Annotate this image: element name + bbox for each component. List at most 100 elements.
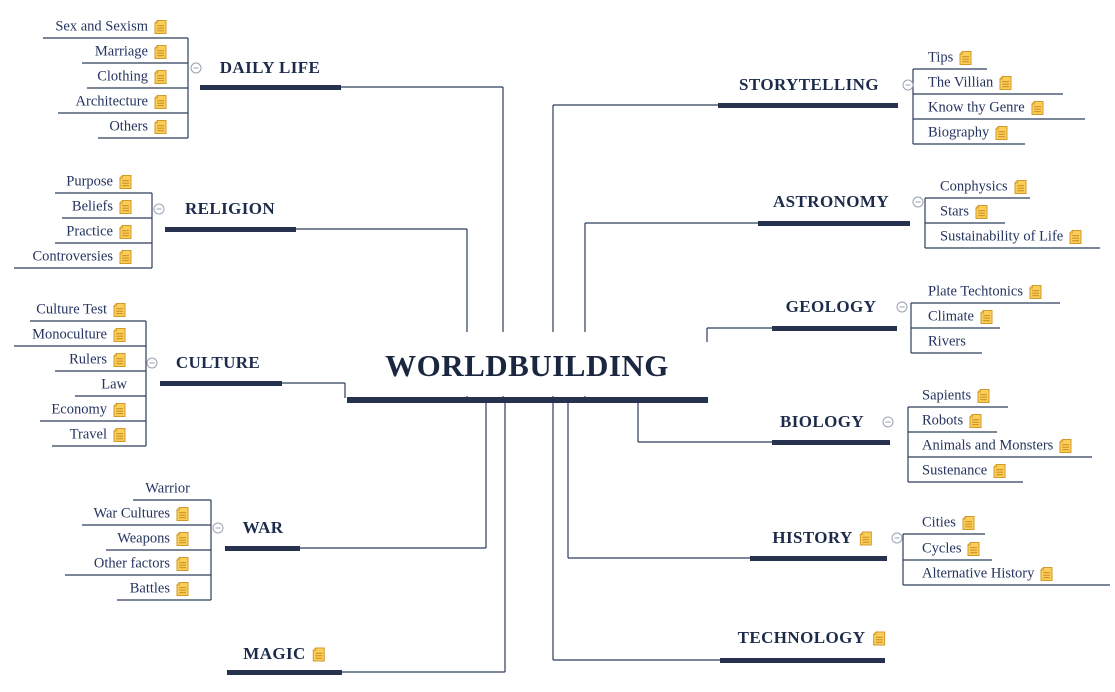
note-icon[interactable] xyxy=(871,630,886,646)
note-icon[interactable] xyxy=(859,530,874,546)
branch-war[interactable]: WAR xyxy=(243,518,284,538)
note-icon[interactable] xyxy=(979,309,994,325)
topic-geology-child-2[interactable]: Rivers xyxy=(928,334,966,351)
topic-daily-life-child-0[interactable]: Sex and Sexism xyxy=(55,19,168,36)
topic-label: Clothing xyxy=(97,68,148,85)
topic-biology-child-3[interactable]: Sustenance xyxy=(922,463,1007,480)
topic-culture-child-1[interactable]: Monoculture xyxy=(32,327,127,344)
note-icon[interactable] xyxy=(153,119,168,135)
note-icon[interactable] xyxy=(112,402,127,418)
branch-geology-underline xyxy=(772,326,897,331)
note-icon[interactable] xyxy=(153,69,168,85)
topic-geology-child-0[interactable]: Plate Techtonics xyxy=(928,284,1043,301)
topic-storytelling-child-3[interactable]: Biography xyxy=(928,125,1009,142)
topic-history-child-2[interactable]: Alternative History xyxy=(922,566,1054,583)
note-icon[interactable] xyxy=(976,388,991,404)
topic-culture-child-4[interactable]: Economy xyxy=(51,402,127,419)
note-icon[interactable] xyxy=(112,302,127,318)
branch-daily-life[interactable]: DAILY LIFE xyxy=(220,58,321,78)
branch-astronomy-label: ASTRONOMY xyxy=(773,192,889,211)
note-icon[interactable] xyxy=(1013,179,1028,195)
note-icon[interactable] xyxy=(1068,229,1083,245)
note-icon[interactable] xyxy=(1039,566,1054,582)
topic-war-child-1[interactable]: War Cultures xyxy=(93,506,190,523)
branch-history[interactable]: HISTORY xyxy=(772,528,873,548)
branch-culture[interactable]: CULTURE xyxy=(176,353,260,373)
note-icon[interactable] xyxy=(175,581,190,597)
topic-war-child-4[interactable]: Battles xyxy=(130,581,190,598)
note-icon[interactable] xyxy=(118,174,133,190)
collapse-minus-icon[interactable] xyxy=(190,62,202,74)
collapse-minus-icon[interactable] xyxy=(896,301,908,313)
collapse-minus-icon[interactable] xyxy=(153,203,165,215)
note-icon[interactable] xyxy=(958,50,973,66)
note-icon[interactable] xyxy=(112,427,127,443)
topic-daily-life-child-3[interactable]: Architecture xyxy=(76,94,168,111)
note-icon[interactable] xyxy=(153,94,168,110)
topic-astronomy-child-2[interactable]: Sustainability of Life xyxy=(940,229,1083,246)
note-icon[interactable] xyxy=(968,413,983,429)
note-icon[interactable] xyxy=(175,506,190,522)
branch-storytelling[interactable]: STORYTELLING xyxy=(739,75,879,95)
topic-war-child-3[interactable]: Other factors xyxy=(94,556,190,573)
branch-magic[interactable]: MAGIC xyxy=(243,644,326,664)
topic-daily-life-child-2[interactable]: Clothing xyxy=(97,69,168,86)
note-icon[interactable] xyxy=(112,352,127,368)
topic-war-child-2[interactable]: Weapons xyxy=(117,531,190,548)
topic-biology-child-2[interactable]: Animals and Monsters xyxy=(922,438,1073,455)
collapse-minus-icon[interactable] xyxy=(891,532,903,544)
note-icon[interactable] xyxy=(175,556,190,572)
note-icon[interactable] xyxy=(974,204,989,220)
central-topic[interactable]: WORLDBUILDING xyxy=(385,348,669,383)
topic-religion-child-2[interactable]: Practice xyxy=(66,224,133,241)
branch-astronomy[interactable]: ASTRONOMY xyxy=(773,192,889,212)
collapse-minus-icon[interactable] xyxy=(902,79,914,91)
note-icon[interactable] xyxy=(118,249,133,265)
topic-label: Culture Test xyxy=(36,301,107,318)
note-icon[interactable] xyxy=(992,463,1007,479)
note-icon[interactable] xyxy=(994,125,1009,141)
topic-storytelling-child-1[interactable]: The Villian xyxy=(928,75,1013,92)
note-icon[interactable] xyxy=(998,75,1013,91)
collapse-minus-icon[interactable] xyxy=(912,196,924,208)
topic-history-child-1[interactable]: Cycles xyxy=(922,541,981,558)
topic-daily-life-child-4[interactable]: Others xyxy=(109,119,168,136)
topic-geology-child-1[interactable]: Climate xyxy=(928,309,994,326)
note-icon[interactable] xyxy=(1030,100,1045,116)
topic-history-child-0[interactable]: Cities xyxy=(922,515,976,532)
branch-geology[interactable]: GEOLOGY xyxy=(786,297,877,317)
branch-biology[interactable]: BIOLOGY xyxy=(780,412,864,432)
topic-culture-child-0[interactable]: Culture Test xyxy=(36,302,127,319)
topic-culture-child-5[interactable]: Travel xyxy=(70,427,127,444)
note-icon[interactable] xyxy=(118,199,133,215)
note-icon[interactable] xyxy=(966,541,981,557)
topic-astronomy-child-1[interactable]: Stars xyxy=(940,204,989,221)
topic-storytelling-child-0[interactable]: Tips xyxy=(928,50,973,67)
topic-religion-child-3[interactable]: Controversies xyxy=(32,249,133,266)
collapse-minus-icon[interactable] xyxy=(882,416,894,428)
collapse-minus-icon[interactable] xyxy=(146,357,158,369)
collapse-minus-icon[interactable] xyxy=(212,522,224,534)
topic-culture-child-3[interactable]: Law xyxy=(101,377,127,394)
topic-astronomy-child-0[interactable]: Conphysics xyxy=(940,179,1028,196)
note-icon[interactable] xyxy=(1058,438,1073,454)
topic-storytelling-child-2[interactable]: Know thy Genre xyxy=(928,100,1045,117)
branch-technology[interactable]: TECHNOLOGY xyxy=(738,628,887,648)
note-icon[interactable] xyxy=(112,327,127,343)
note-icon[interactable] xyxy=(118,224,133,240)
note-icon[interactable] xyxy=(153,19,168,35)
note-icon[interactable] xyxy=(312,646,327,662)
topic-culture-child-2[interactable]: Rulers xyxy=(69,352,127,369)
note-icon[interactable] xyxy=(961,515,976,531)
topic-biology-child-0[interactable]: Sapients xyxy=(922,388,991,405)
topic-biology-child-1[interactable]: Robots xyxy=(922,413,983,430)
note-icon[interactable] xyxy=(175,531,190,547)
note-icon[interactable] xyxy=(153,44,168,60)
topic-war-child-0[interactable]: Warrior xyxy=(145,481,190,498)
topic-religion-child-0[interactable]: Purpose xyxy=(66,174,133,191)
branch-religion[interactable]: RELIGION xyxy=(185,199,275,219)
topic-religion-child-1[interactable]: Beliefs xyxy=(72,199,133,216)
note-icon[interactable] xyxy=(1028,284,1043,300)
topic-daily-life-child-1[interactable]: Marriage xyxy=(95,44,168,61)
